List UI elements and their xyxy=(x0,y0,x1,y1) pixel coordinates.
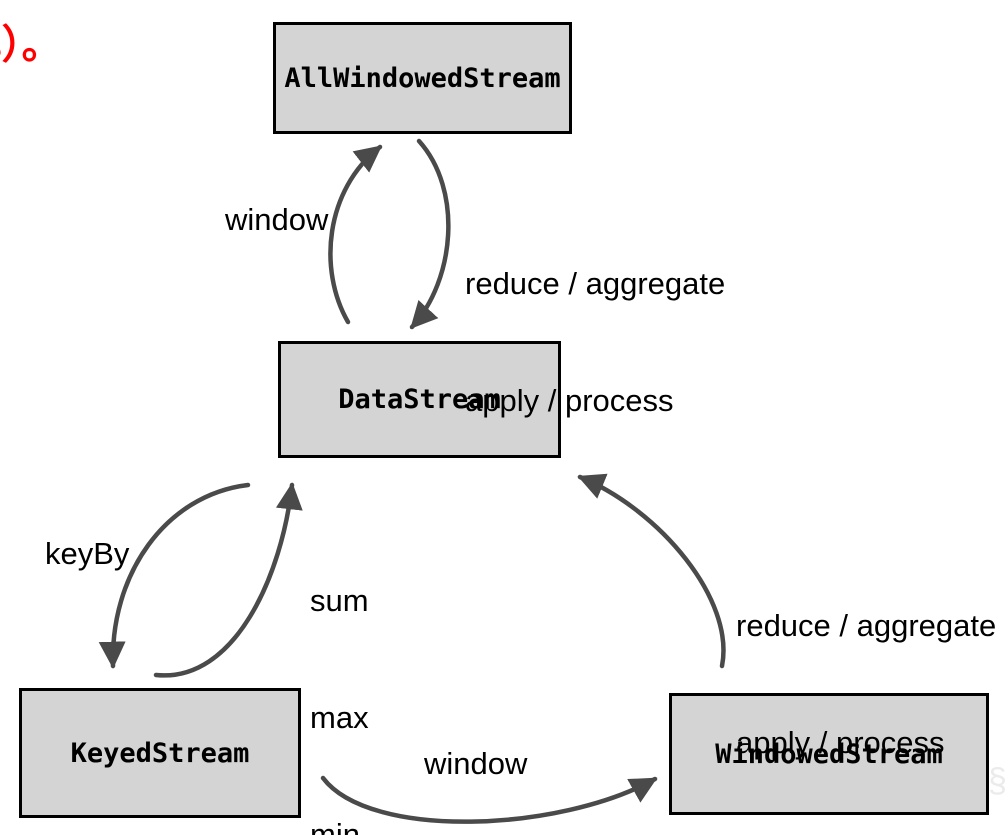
watermark-artifact: § xyxy=(988,762,1006,800)
edge-label-windowedstream-to-datastream: reduce / aggregate apply / process xyxy=(736,528,996,835)
node-windowedstream[interactable]: WindowedStream xyxy=(669,693,989,815)
node-datastream[interactable]: DataStream xyxy=(278,341,561,458)
edge-label-line-reduce-aggregate-right: reduce / aggregate xyxy=(736,608,997,643)
cropped-red-annotation-text: s）。 xyxy=(0,22,62,67)
edge-label-line-sum: sum xyxy=(310,583,369,618)
node-keyedstream[interactable]: KeyedStream xyxy=(19,688,301,818)
node-windowedstream-label: WindowedStream xyxy=(715,738,943,770)
edge-label-keyedstream-to-datastream: sum max min reduce xyxy=(310,503,405,835)
arrow-keyedstream-to-datastream xyxy=(153,482,303,678)
edge-label-line-max: max xyxy=(310,700,369,735)
edge-label-line-apply-process-right: apply / process xyxy=(736,725,945,760)
node-keyedstream-label: KeyedStream xyxy=(70,737,250,769)
edge-label-window-top: window xyxy=(225,202,329,237)
edge-label-line-min: min xyxy=(310,817,360,835)
edge-label-keyby: keyBy xyxy=(45,536,130,571)
edge-label-line-apply-process-top: apply / process xyxy=(465,383,674,418)
edge-label-line-reduce-aggregate-top: reduce / aggregate xyxy=(465,266,726,301)
edge-label-allwindowedstream-to-datastream: reduce / aggregate apply / process xyxy=(465,186,725,498)
edge-label-window-bottom: window xyxy=(424,746,528,781)
arrow-datastream-to-allwindowedstream xyxy=(328,144,383,325)
arrow-windowedstream-to-datastream xyxy=(577,473,726,669)
arrow-datastream-to-keyedstream xyxy=(98,482,251,669)
arrow-allwindowedstream-to-datastream xyxy=(409,138,451,330)
node-datastream-label: DataStream xyxy=(338,384,501,415)
node-allwindowedstream-label: AllWindowedStream xyxy=(284,62,561,94)
node-allwindowedstream[interactable]: AllWindowedStream xyxy=(273,22,572,134)
